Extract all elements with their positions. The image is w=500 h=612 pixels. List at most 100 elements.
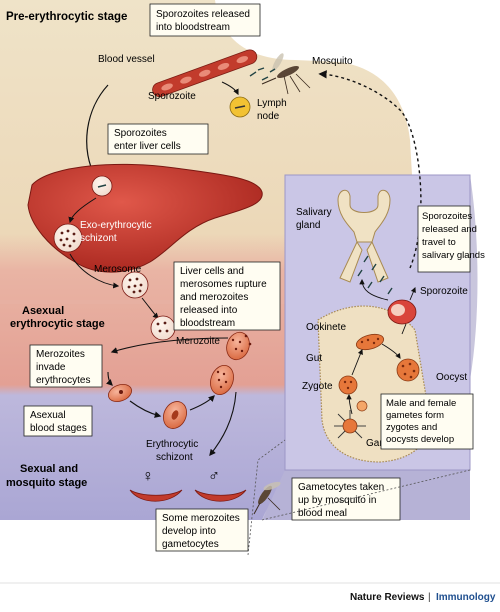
box-text: travel to — [422, 237, 456, 248]
human-body-silhouette — [0, 0, 412, 520]
arrow-cycle-top — [110, 337, 229, 354]
label-sporozoite: Sporozoite — [148, 91, 196, 102]
merozoite-cell-icon — [150, 315, 176, 341]
sporozoite-cluster-icon — [249, 67, 276, 81]
dashed-arrow-to-mosquito — [318, 70, 422, 269]
label-blood-vessel: Blood vessel — [98, 54, 155, 65]
footer-section: Immunology — [436, 592, 496, 603]
label-lymph-2: node — [257, 111, 280, 122]
oocyst-rupturing-icon — [387, 299, 417, 325]
oocyst-icon — [396, 358, 420, 382]
box-liver-rupture — [173, 261, 281, 331]
rbc-trophozoite-icon — [163, 401, 187, 429]
lymph-node-icon — [229, 96, 251, 118]
arrow-cycle-bottom — [129, 400, 162, 418]
label-exo-1: Exo-erythrocytic — [80, 220, 152, 231]
stage-label-pre-erythrocytic: Pre-erythrocytic stage — [6, 11, 127, 23]
arrow-to-lymph — [221, 81, 239, 96]
arrow-to-gametocytes — [209, 391, 237, 457]
label-lymph-1: Lymph — [257, 98, 287, 109]
label-zygote: Zygote — [302, 381, 333, 392]
footer-separator: | — [428, 592, 431, 603]
mosquito-icon — [261, 53, 311, 95]
box-text: enter liver cells — [114, 141, 181, 152]
box-text: gametocytes — [162, 539, 219, 550]
gametes-icon — [334, 400, 368, 439]
label-ookinete: Ookinete — [306, 322, 346, 333]
label-merosome: Merosome — [94, 264, 142, 275]
box-asexual-blood-stages — [23, 405, 93, 437]
box-gametocytes-taken-up — [291, 477, 401, 521]
box-text: Gametocytes taken — [298, 482, 384, 493]
stage-label-sexual-1: Sexual and — [20, 463, 78, 475]
box-sporozoites-released — [149, 3, 261, 37]
salivary-gland-icon — [337, 189, 391, 283]
arrow-to-merosome — [69, 253, 120, 289]
zygote-icon — [338, 375, 358, 395]
arrow-sporozoite-to-gland — [359, 278, 389, 301]
box-text: Sporozoites released — [156, 9, 250, 20]
box-text: Liver cells and — [180, 266, 244, 277]
sporozoite-in-cell — [97, 184, 107, 188]
stage-label-sexual-2: mosquito stage — [6, 477, 87, 489]
arrow-gametes-to-zygote — [346, 393, 353, 415]
box-text: bloodstream — [180, 318, 235, 329]
label-mosquito: Mosquito — [312, 56, 353, 67]
label-salivary-2: gland — [296, 220, 320, 231]
ookinete-icon — [355, 333, 385, 351]
box-text: Male and female — [386, 398, 456, 409]
rbc-rupturing-icon — [226, 331, 252, 361]
box-text: gametes form — [386, 410, 444, 421]
box-text: Merozoites — [36, 349, 85, 360]
label-gut: Gut — [306, 353, 322, 364]
box-text: Sporozoites — [422, 211, 472, 222]
box-text: zygotes and — [386, 422, 437, 433]
box-text: merosomes rupture — [180, 279, 267, 290]
merosome-nuclei — [127, 277, 143, 294]
box-sporozoites-enter — [107, 123, 209, 155]
box-sporozoites-travel — [417, 205, 471, 273]
sporozoite-stream-icon — [357, 255, 393, 295]
arrow-ookinete-to-oocyst — [381, 343, 401, 359]
box-text: salivary glands — [422, 250, 485, 261]
box-merozoites-invade — [29, 344, 103, 388]
male-symbol: ♂ — [208, 468, 220, 485]
box-text: invade — [36, 362, 66, 373]
rbc-schizont-icon — [210, 365, 234, 395]
label-erythrocytic-schizont-2: schizont — [156, 452, 193, 463]
box-text: released and — [422, 224, 477, 235]
footer-journal: Nature Reviews — [350, 592, 425, 603]
arrow-cycle-right — [189, 395, 215, 411]
label-exo-2: schizont — [80, 233, 117, 244]
box-text: Sporozoites — [114, 128, 167, 139]
label-sporozoite-mosquito: Sporozoite — [420, 286, 468, 297]
stage-label-asexual-1: Asexual — [22, 305, 64, 317]
label-erythrocytic-schizont-1: Erythrocytic — [146, 439, 198, 450]
blood-vessel — [152, 49, 258, 98]
male-gametocyte-icon — [194, 489, 247, 502]
box-text: into bloodstream — [156, 22, 230, 33]
label-oocyst: Oocyst — [436, 372, 467, 383]
box-text: develop into — [162, 526, 216, 537]
label-salivary-1: Salivary — [296, 207, 332, 218]
box-text: Asexual — [30, 410, 66, 421]
label-merozoite: Merozoite — [176, 336, 220, 347]
box-gametes-form — [380, 393, 474, 450]
exo-erythrocytic-schizont-icon — [53, 223, 83, 253]
arrow-cycle-left — [105, 371, 113, 386]
box-text: and merozoites — [180, 292, 248, 303]
dashed-callout-left — [247, 439, 286, 556]
box-text: released into — [180, 305, 238, 316]
arrow-cell-to-schizont — [68, 197, 97, 224]
box-text: blood meal — [298, 508, 347, 519]
feeding-mosquito-icon — [253, 481, 281, 515]
merozoite-dots — [156, 321, 169, 333]
box-text: blood stages — [30, 423, 87, 434]
stage-label-asexual-2: erythrocytic stage — [10, 318, 105, 330]
female-gametocyte-icon — [129, 489, 183, 502]
box-text: oocysts develop — [386, 434, 454, 445]
box-gametocytes-develop — [155, 508, 249, 552]
arrow-zygote-to-ookinete — [351, 348, 363, 376]
